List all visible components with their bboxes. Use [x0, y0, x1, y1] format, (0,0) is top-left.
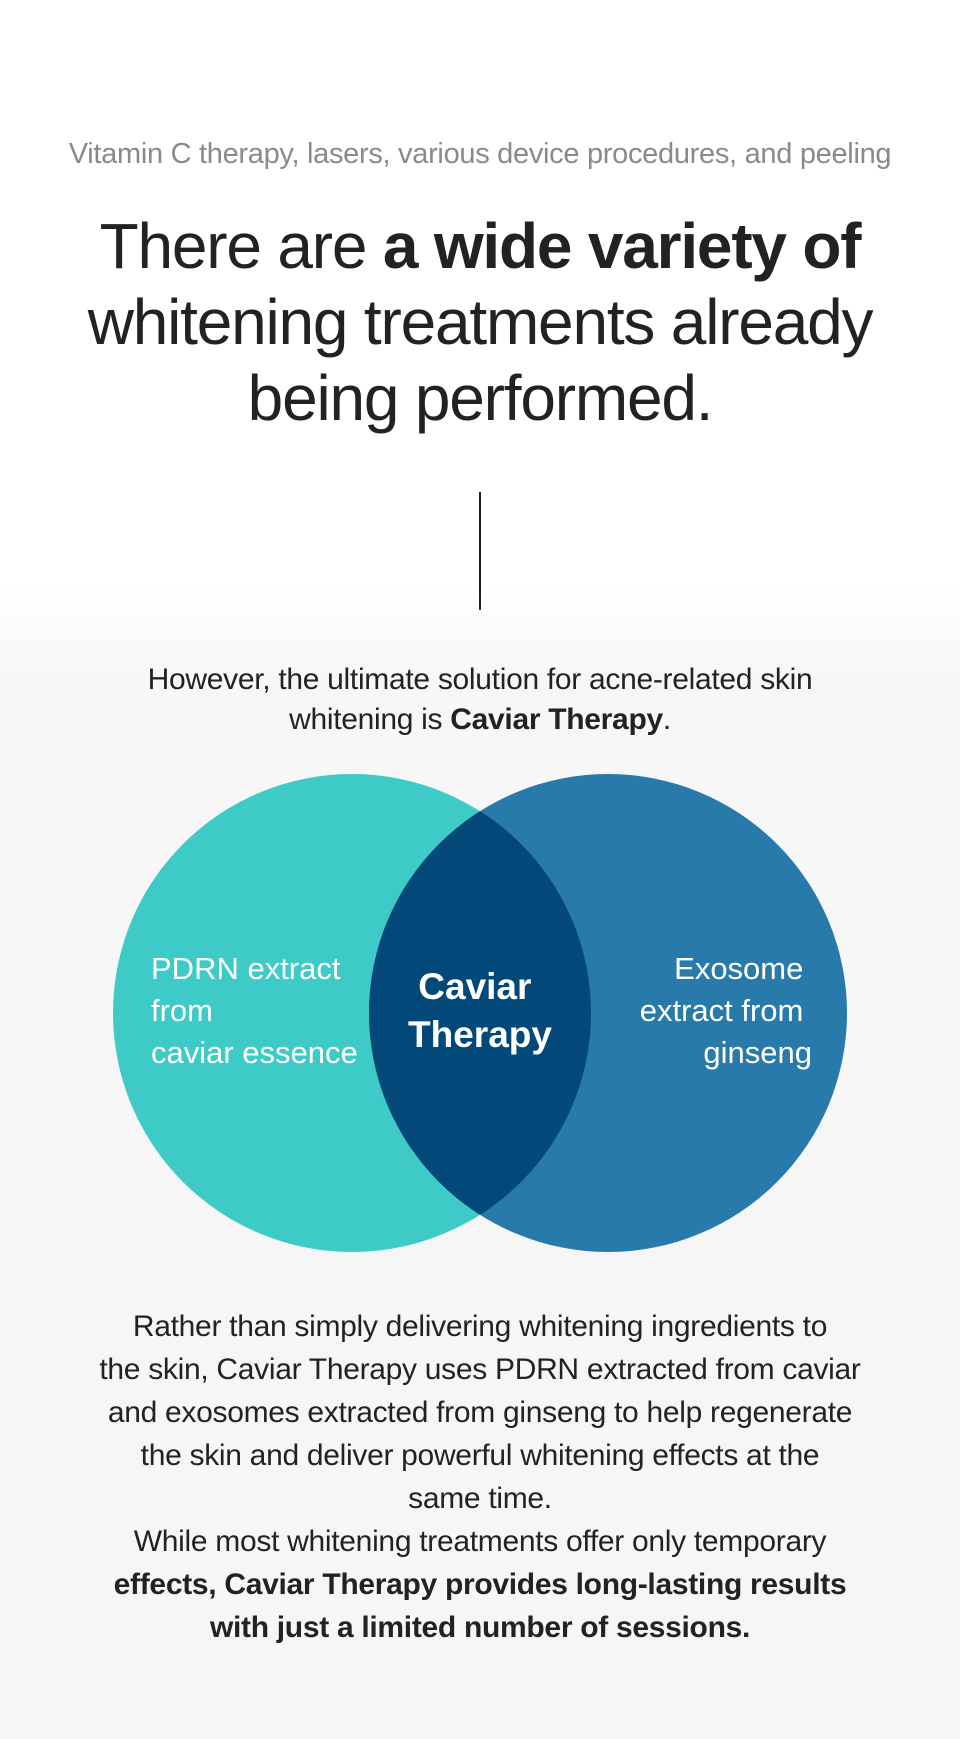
- body-line: Rather than simply delivering whitening …: [132, 1310, 828, 1343]
- venn-label-left: PDRN extract from caviar essence: [151, 951, 358, 1070]
- body-line: same time.: [408, 1482, 552, 1515]
- body-line-bold: effects, Caviar Therapy provides long-la…: [113, 1568, 847, 1601]
- subtitle: Vitamin C therapy, lasers, various devic…: [68, 138, 892, 170]
- body-line: While most whitening treatments offer on…: [133, 1525, 827, 1558]
- body-line-bold: with just a limited number of sessions.: [209, 1611, 751, 1644]
- vertical-divider: [479, 492, 481, 610]
- venn-label-right: Exosome extract from ginseng: [640, 951, 812, 1070]
- intro-line1: However, the ultimate solution for acne-…: [147, 663, 813, 696]
- intro-line2-suffix: .: [662, 703, 671, 736]
- venn-label-center-line1: Caviar: [418, 966, 531, 1007]
- venn-label-center-line2: Therapy: [408, 1014, 552, 1055]
- body-line: and exosomes extracted from ginseng to h…: [107, 1396, 853, 1429]
- venn-label-left-line1: PDRN extract: [151, 951, 341, 986]
- venn-label-left-line2: from: [151, 993, 213, 1028]
- headline-line3: being performed.: [247, 362, 714, 434]
- venn-label-center: Caviar Therapy: [408, 966, 552, 1055]
- body-line: the skin, Caviar Therapy uses PDRN extra…: [99, 1353, 861, 1386]
- intro-line2-prefix: whitening is: [289, 703, 451, 736]
- headline-line2: whitening treatments already: [87, 286, 874, 358]
- venn-label-left-line3: caviar essence: [151, 1035, 358, 1070]
- body-text: Rather than simply delivering whitening …: [0, 1305, 960, 1649]
- venn-label-right-line1: Exosome: [674, 951, 803, 986]
- venn-overlap-caviar-therapy: [369, 774, 591, 1252]
- body-line: the skin and deliver powerful whitening …: [140, 1439, 820, 1472]
- venn-diagram: PDRN extract from caviar essence Exosome…: [113, 774, 847, 1252]
- headline-part1: There are: [99, 210, 383, 282]
- headline: There are a wide variety of whitening tr…: [0, 208, 960, 436]
- intro-line2-bold: Caviar Therapy: [450, 703, 663, 736]
- venn-label-right-line2: extract from: [640, 993, 804, 1028]
- headline-bold: a wide variety of: [382, 210, 862, 282]
- venn-label-right-line3: ginseng: [703, 1035, 812, 1070]
- intro-text: However, the ultimate solution for acne-…: [0, 660, 960, 740]
